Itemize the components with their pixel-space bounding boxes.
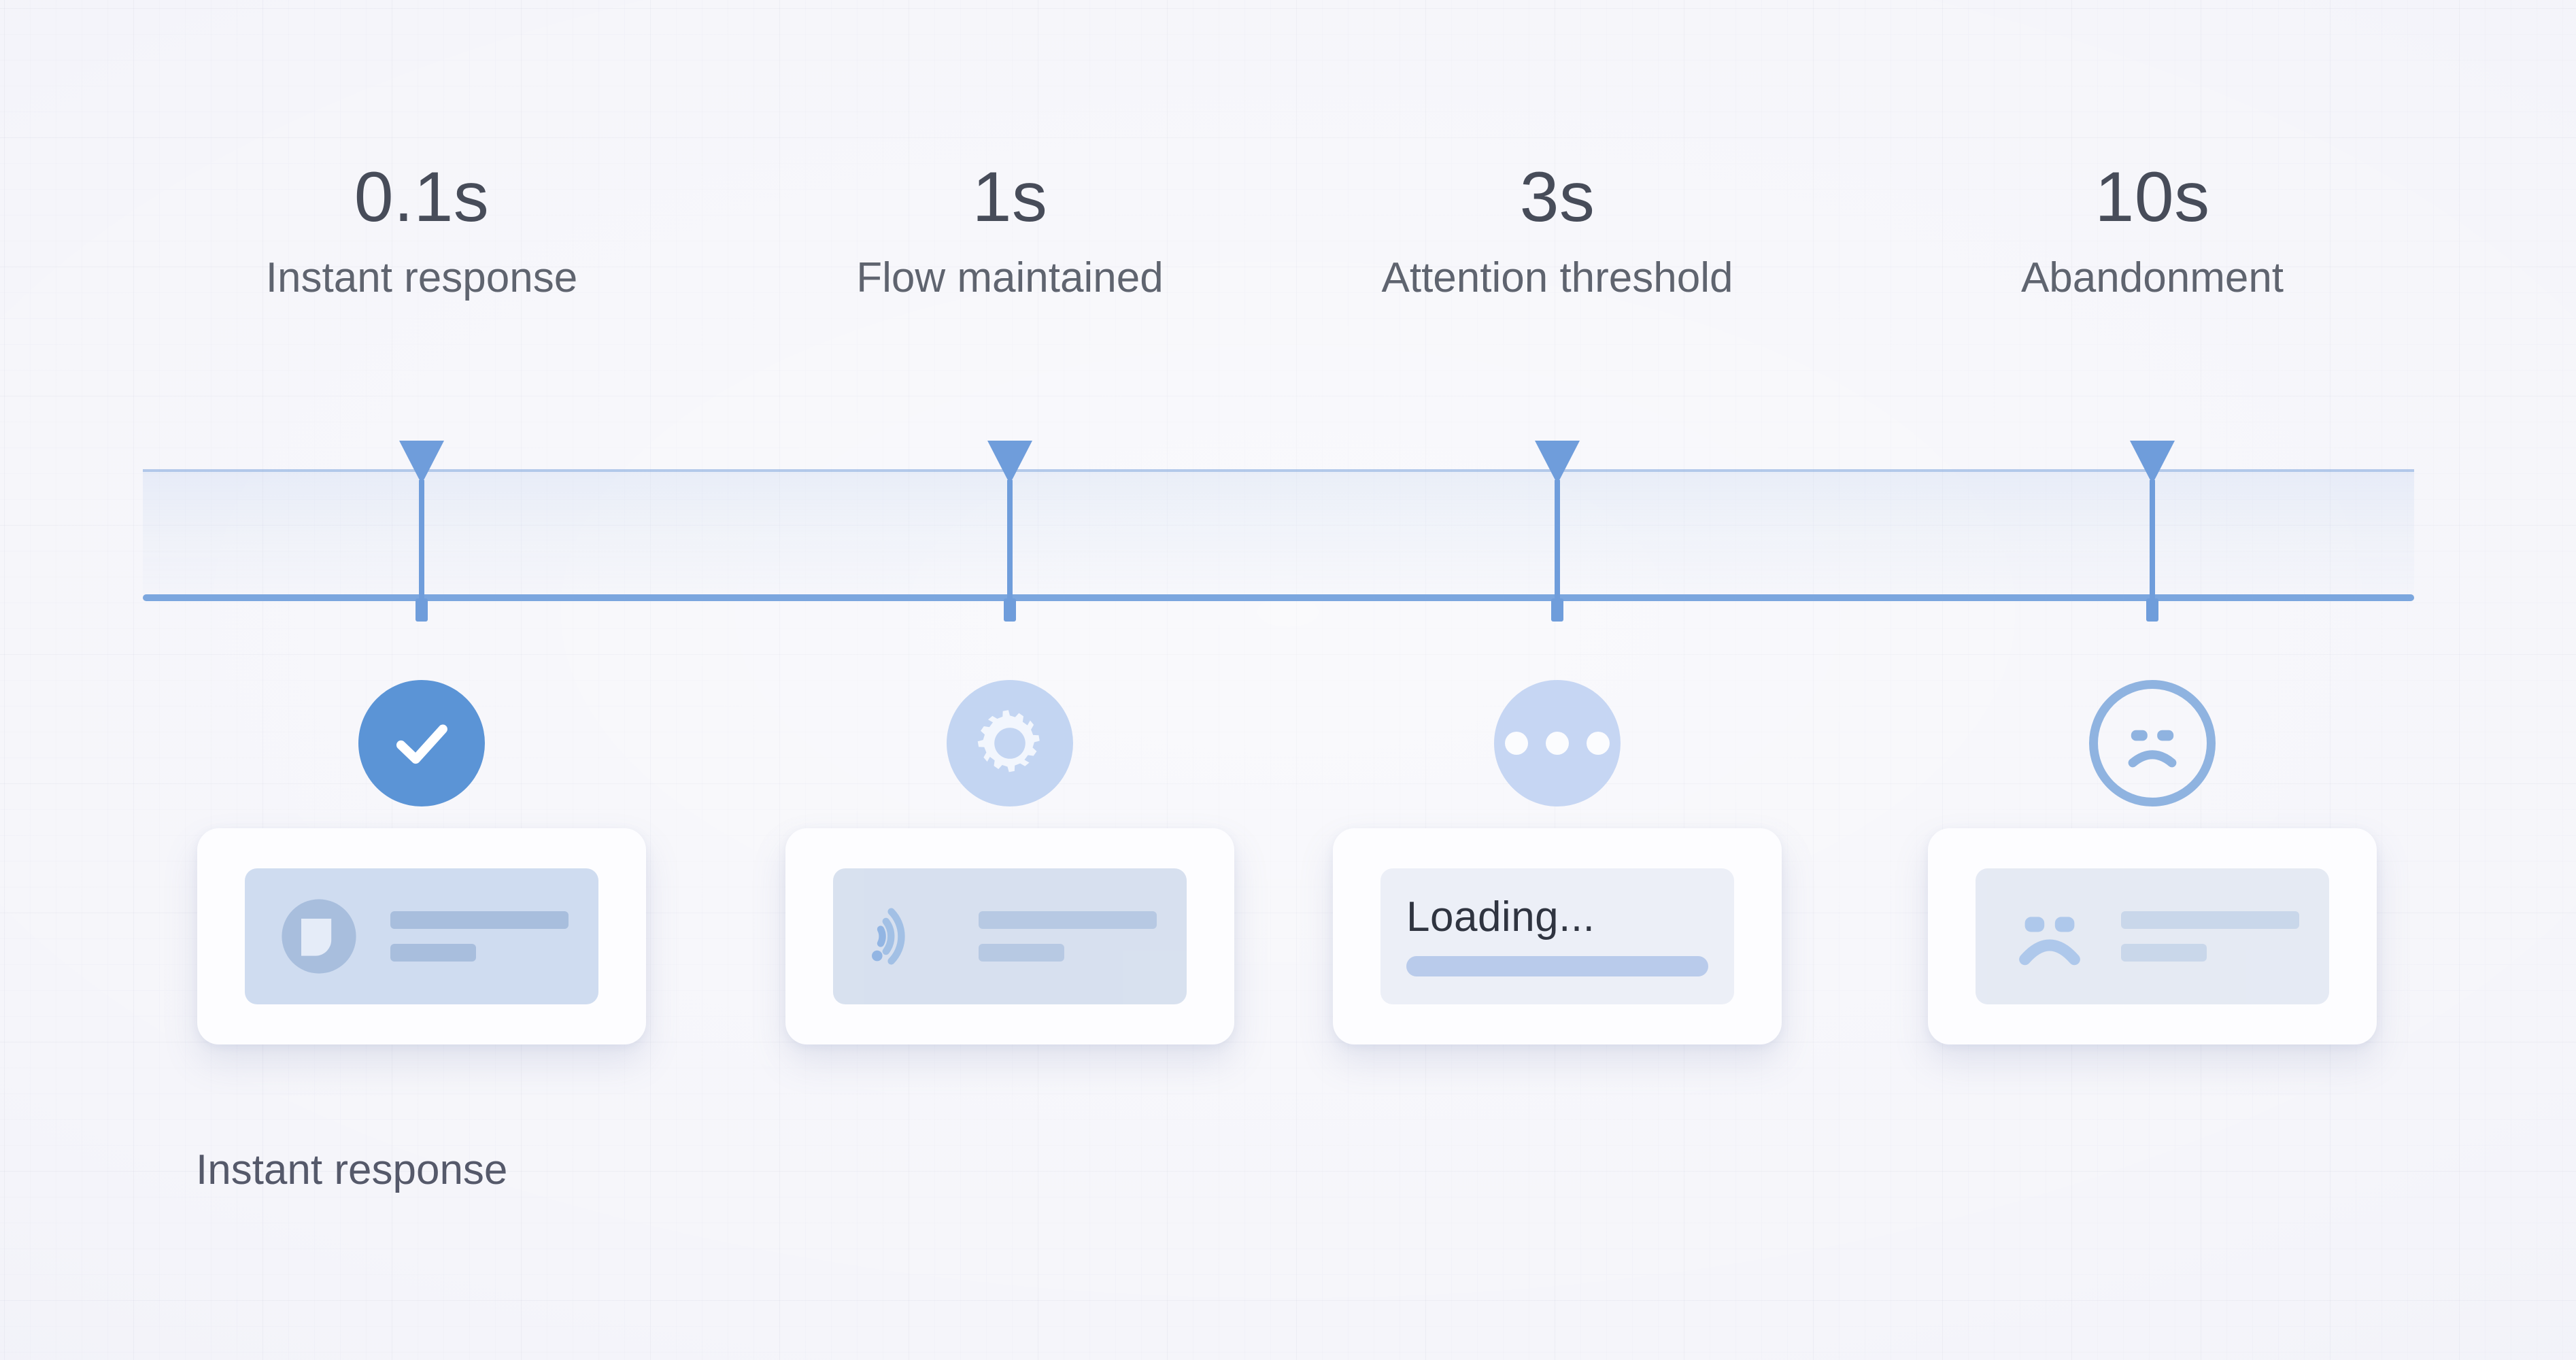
stage-description-label: Instant response bbox=[265, 254, 578, 301]
marker-nub bbox=[416, 598, 428, 622]
mock-card-inner bbox=[245, 868, 598, 1004]
spinner-gear-icon[interactable] bbox=[947, 680, 1073, 806]
mock-line bbox=[390, 911, 569, 929]
mock-line bbox=[2121, 911, 2299, 929]
check-circle-icon[interactable] bbox=[358, 680, 485, 806]
marker-stem bbox=[419, 480, 424, 613]
timeline-axis-line bbox=[143, 594, 2414, 601]
mock-card-inner bbox=[833, 868, 1187, 1004]
timeline-marker-0[interactable] bbox=[394, 441, 449, 622]
loading-text: Loading... bbox=[1406, 894, 1595, 940]
mock-line bbox=[979, 944, 1064, 962]
mock-card-inner bbox=[1976, 868, 2329, 1004]
stage-header-3: 10s Abandonment bbox=[1846, 162, 2458, 299]
mock-line bbox=[979, 911, 1157, 929]
marker-nub bbox=[1004, 598, 1016, 622]
avatar-badge-icon bbox=[282, 899, 356, 974]
timeline-marker-3[interactable] bbox=[2125, 441, 2180, 622]
stage-header-1: 1s Flow maintained bbox=[704, 162, 1316, 299]
marker-stem bbox=[1007, 480, 1013, 613]
triangle-pointer-icon bbox=[987, 441, 1032, 484]
mock-card-2[interactable]: Loading... bbox=[1333, 828, 1782, 1044]
gear-glyph bbox=[977, 710, 1040, 772]
mock-card-0[interactable] bbox=[197, 828, 646, 1044]
timeline-marker-2[interactable] bbox=[1530, 441, 1584, 622]
marker-stem bbox=[1555, 480, 1560, 613]
mock-line bbox=[390, 944, 476, 962]
marker-stem bbox=[2150, 480, 2155, 613]
timeline-marker-1[interactable] bbox=[983, 441, 1037, 622]
stage-time-label: 1s bbox=[972, 158, 1048, 237]
stage-header-2: 3s Attention threshold bbox=[1251, 162, 1863, 299]
sad-face-icon bbox=[2019, 917, 2080, 966]
triangle-pointer-icon bbox=[399, 441, 444, 484]
stage-header-0: 0.1s Instant response bbox=[116, 162, 728, 299]
stage-description-label: Abandonment bbox=[2020, 254, 2284, 301]
progress-bar-icon bbox=[1406, 956, 1708, 976]
stage-description-label: Attention threshold bbox=[1381, 254, 1733, 301]
sad-face-glyph bbox=[2128, 730, 2177, 768]
frowning-face-icon[interactable] bbox=[2089, 680, 2216, 806]
mock-line bbox=[2121, 944, 2207, 962]
triangle-pointer-icon bbox=[2130, 441, 2175, 484]
ellipsis-dots-glyph bbox=[1505, 732, 1610, 755]
stage-time-label: 10s bbox=[2095, 158, 2210, 237]
mock-text-lines bbox=[390, 911, 569, 962]
stage-time-label: 0.1s bbox=[354, 158, 490, 237]
mock-card-3[interactable] bbox=[1928, 828, 2377, 1044]
timeline-band bbox=[143, 469, 2414, 600]
marker-nub bbox=[1551, 598, 1563, 622]
triangle-pointer-icon bbox=[1535, 441, 1580, 484]
signal-waves-icon bbox=[872, 908, 905, 965]
marker-nub bbox=[2146, 598, 2158, 622]
stage-time-label: 3s bbox=[1519, 158, 1595, 237]
mock-card-1[interactable] bbox=[785, 828, 1234, 1044]
ellipsis-circle-icon[interactable] bbox=[1494, 680, 1621, 806]
caption-text: Instant response bbox=[196, 1146, 508, 1193]
mock-card-inner: Loading... bbox=[1380, 868, 1734, 1004]
checkmark-glyph bbox=[396, 724, 447, 764]
mock-text-lines bbox=[2121, 911, 2299, 962]
stage-description-label: Flow maintained bbox=[856, 254, 1164, 301]
mock-text-lines bbox=[979, 911, 1157, 962]
